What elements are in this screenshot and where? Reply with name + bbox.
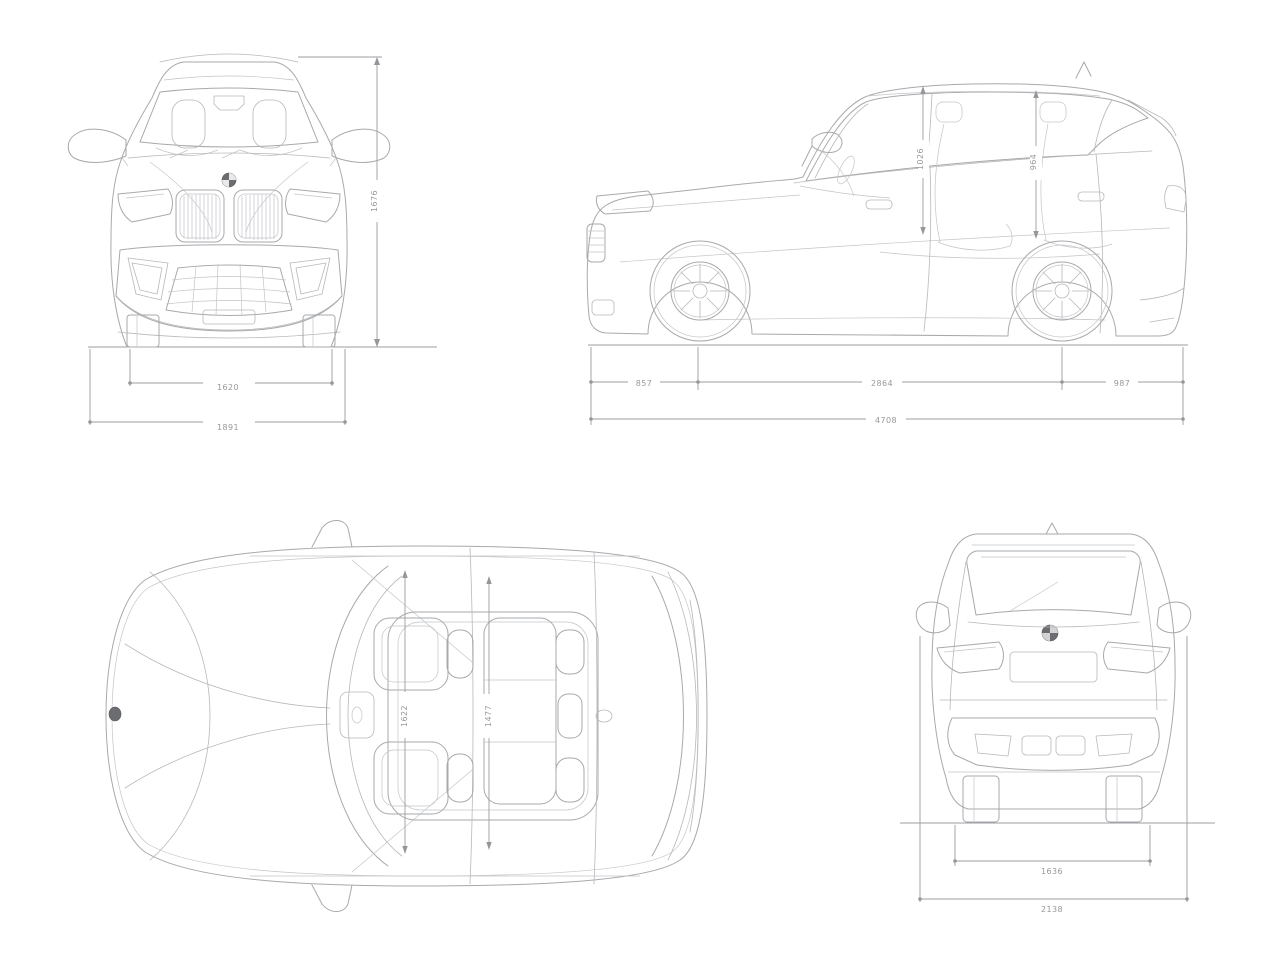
overall-width-label: 1891	[217, 423, 239, 432]
side-mirror-left	[67, 128, 127, 163]
taillight-right	[1103, 641, 1171, 674]
front-car-drawing	[67, 53, 437, 348]
side-car-drawing	[586, 61, 1188, 342]
front-body-outline	[110, 61, 348, 348]
front-wheel	[649, 240, 751, 342]
side-interior	[799, 101, 1113, 259]
top-front-seats	[373, 617, 474, 815]
front-view: 1676 1620 1891	[67, 53, 437, 432]
bmw-roundel-icon	[221, 172, 237, 188]
rear-tire-right	[1105, 775, 1143, 823]
rear-interior-width-dimension: 1477	[483, 576, 495, 850]
top-rear-bench	[483, 617, 585, 805]
side-mirror-right	[331, 128, 391, 163]
front-interior-width-dimension: 1622	[399, 570, 411, 854]
rear-interior-width-label: 1477	[484, 705, 493, 727]
side-body-outline	[586, 83, 1188, 337]
bmw-roundel-top-icon	[108, 706, 122, 722]
kidney-grille	[175, 189, 283, 243]
roof-antenna-fin	[1075, 61, 1092, 79]
rear-tire-left	[962, 775, 1000, 823]
top-center-console	[339, 691, 375, 739]
front-interior-width-label: 1622	[400, 705, 409, 727]
front-tire-left	[126, 314, 160, 348]
front-tire-right	[302, 314, 336, 348]
door-handle-rear	[1077, 191, 1105, 202]
rear-body-outline	[931, 533, 1176, 810]
side-length-dimensions: 857 2864 987 4708	[588, 344, 1188, 425]
taillight-left	[936, 641, 1004, 674]
rear-width-mirrors-dimension: 2138	[918, 636, 1189, 914]
side-view: 1026 964 857 2864 987 4708	[586, 61, 1188, 425]
door-handle-front	[865, 199, 893, 210]
rear-track-dimension: 1636	[953, 825, 1152, 876]
width-incl-mirrors-label: 2138	[1041, 905, 1063, 914]
top-roof-panel	[387, 611, 599, 821]
rear-track-label: 1636	[1041, 867, 1063, 876]
front-track-dimension: 1620	[128, 349, 334, 392]
rear-mirror-left	[915, 601, 951, 634]
side-glasshouse	[805, 91, 1149, 182]
rear-bumper	[947, 717, 1160, 771]
rear-headroom-label: 964	[1029, 154, 1038, 170]
interior-mirror	[213, 95, 245, 111]
top-mirror-left	[311, 520, 353, 548]
track-width-label: 1620	[217, 383, 239, 392]
side-kidney-grille	[586, 223, 606, 263]
rear-overhang-label: 987	[1114, 379, 1130, 388]
front-width-dimension: 1891	[88, 349, 347, 432]
front-bumper	[115, 244, 343, 332]
headlight-right	[285, 188, 341, 223]
rear-wheel	[1011, 240, 1113, 342]
rear-mirror-right	[1156, 601, 1192, 634]
front-height-dimension: 1676	[298, 56, 383, 347]
top-antenna	[595, 709, 613, 723]
bmw-roundel-rear-icon	[1041, 624, 1059, 642]
front-seat-left	[171, 99, 206, 149]
top-car-drawing	[105, 520, 708, 912]
side-mirror	[801, 131, 843, 167]
license-plate-recess	[1009, 651, 1098, 683]
top-rear-window	[651, 575, 684, 857]
front-headroom-label: 1026	[916, 148, 925, 170]
rear-diffuser	[974, 733, 1133, 757]
height-label: 1676	[370, 190, 379, 212]
rear-antenna-fin	[1045, 522, 1059, 535]
top-windshield	[326, 565, 389, 867]
wheelbase-label: 2864	[871, 379, 893, 388]
top-mirror-right	[311, 884, 353, 912]
rear-window	[966, 550, 1141, 616]
top-body-outline	[105, 545, 708, 887]
side-headlight	[595, 190, 654, 215]
front-seat-right	[252, 99, 287, 149]
rear-car-drawing	[900, 522, 1215, 824]
front-overhang-label: 857	[636, 379, 652, 388]
overall-length-label: 4708	[875, 416, 897, 425]
top-view: 1622 1477	[105, 520, 708, 912]
headlight-left	[117, 188, 173, 223]
rear-view: 1636 2138	[900, 522, 1215, 914]
front-windshield	[139, 87, 319, 148]
front-headroom-dimension: 1026	[916, 86, 929, 235]
rear-headroom-dimension: 964	[1029, 90, 1042, 239]
